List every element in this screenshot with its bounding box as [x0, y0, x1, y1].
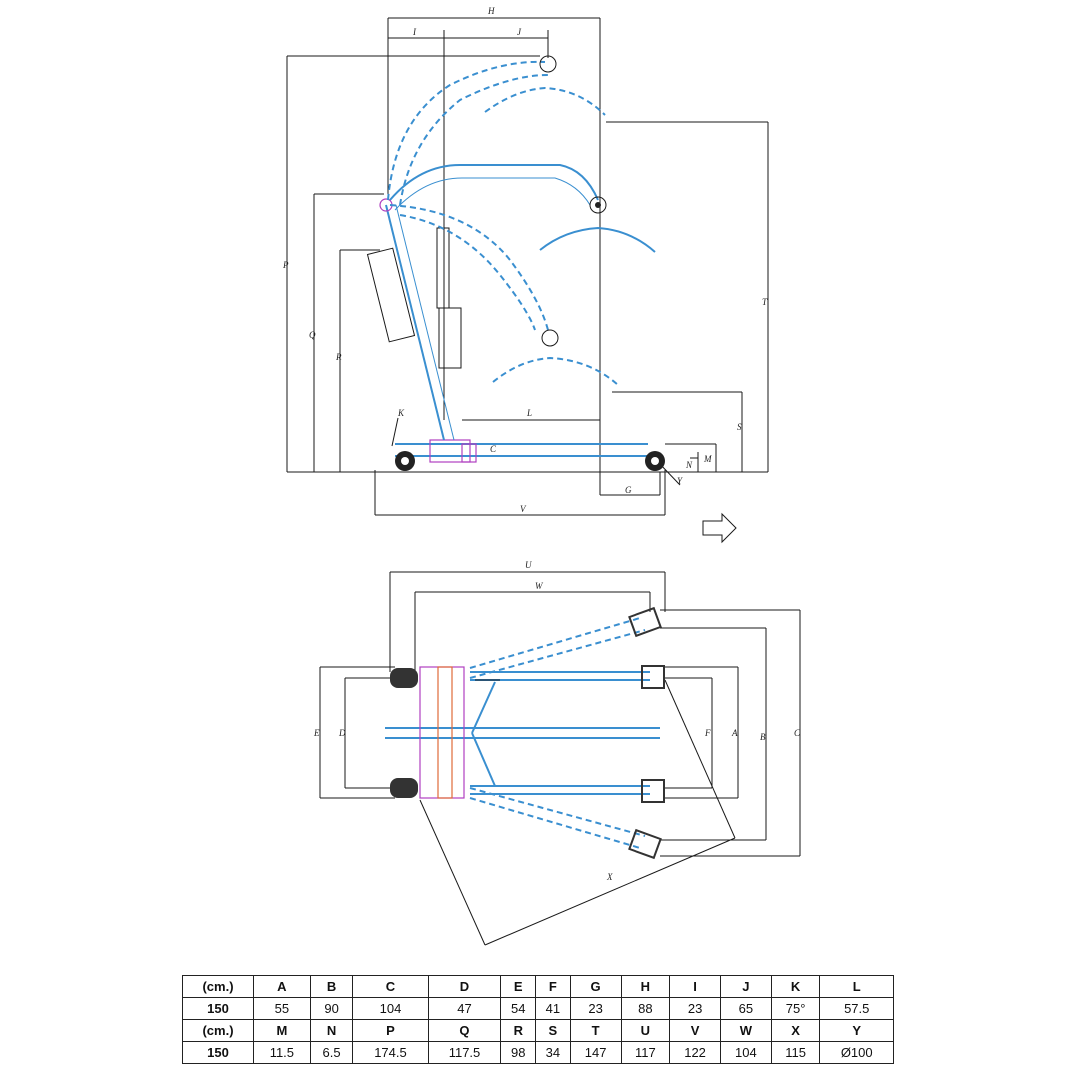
table-row: (cm.) A B C D E F G H I J K L — [182, 975, 894, 998]
table-cell: 104 — [352, 997, 429, 1020]
table-cell: B — [309, 975, 354, 998]
technical-drawing: H I J P Q R T S K L C G V N M Y — [282, 6, 801, 946]
label-B: B — [760, 732, 766, 742]
label-Y: Y — [677, 476, 683, 486]
label-R: R — [335, 352, 342, 362]
table-cell: 47 — [427, 997, 502, 1020]
table-cell: H — [620, 975, 671, 998]
table-cell: 150 — [182, 997, 254, 1020]
table-cell: D — [427, 975, 502, 998]
table-cell: G — [569, 975, 622, 998]
table-cell: 147 — [569, 1041, 622, 1064]
table-cell: R — [500, 1019, 537, 1042]
table-cell: W — [719, 1019, 772, 1042]
table-cell: C — [352, 975, 429, 998]
label-K: K — [397, 408, 405, 418]
table-cell: I — [669, 975, 721, 998]
table-cell: (cm.) — [182, 975, 254, 998]
label-W: W — [535, 581, 544, 591]
table-cell: V — [669, 1019, 721, 1042]
table-cell: (cm.) — [182, 1019, 254, 1042]
label-X: X — [606, 872, 613, 882]
label-M: M — [703, 454, 712, 464]
top-view: U W E D F A B C X — [313, 560, 801, 946]
table-cell: 122 — [669, 1041, 721, 1064]
label-L: L — [526, 408, 532, 418]
table-cell: 34 — [535, 1041, 571, 1064]
table-cell: 117 — [620, 1041, 671, 1064]
table-cell: 23 — [669, 997, 721, 1020]
table-cell: 98 — [500, 1041, 537, 1064]
table-cell: M — [253, 1019, 311, 1042]
label-C-side: C — [490, 444, 497, 454]
side-view: H I J P Q R T S K L C G V N M Y — [282, 6, 769, 544]
table-cell: A — [253, 975, 311, 998]
table-cell: 23 — [569, 997, 622, 1020]
table-cell: Y — [819, 1019, 894, 1042]
label-E: E — [313, 728, 320, 738]
table-cell: 104 — [719, 1041, 772, 1064]
table-cell: 6.5 — [309, 1041, 354, 1064]
label-P: P — [282, 260, 289, 270]
table-cell: 57.5 — [819, 997, 894, 1020]
table-cell: 88 — [620, 997, 671, 1020]
label-T: T — [762, 297, 768, 307]
table-cell: 41 — [535, 997, 571, 1020]
table-cell: 54 — [500, 997, 537, 1020]
table-cell: N — [309, 1019, 354, 1042]
table-cell: S — [535, 1019, 571, 1042]
label-H: H — [487, 6, 495, 16]
label-A: A — [731, 728, 738, 738]
table-cell: X — [770, 1019, 821, 1042]
label-F: F — [704, 728, 711, 738]
label-N: N — [685, 460, 693, 470]
dimension-table: (cm.) A B C D E F G H I J K L 150 55 90 … — [182, 975, 894, 1064]
table-cell: 11.5 — [253, 1041, 311, 1064]
label-S: S — [737, 422, 742, 432]
table-cell: 117.5 — [427, 1041, 502, 1064]
label-D: D — [338, 728, 346, 738]
table-row: 150 11.5 6.5 174.5 117.5 98 34 147 117 1… — [182, 1041, 894, 1064]
label-I: I — [412, 27, 417, 37]
table-cell: J — [719, 975, 772, 998]
table-row: 150 55 90 104 47 54 41 23 88 23 65 75° 5… — [182, 997, 894, 1020]
table-cell: P — [352, 1019, 429, 1042]
label-Q: Q — [309, 330, 316, 340]
table-cell: 55 — [253, 997, 311, 1020]
table-cell: E — [500, 975, 537, 998]
table-cell: 65 — [719, 997, 772, 1020]
table-cell: 90 — [309, 997, 354, 1020]
label-C-top: C — [794, 728, 801, 738]
table-cell: K — [770, 975, 821, 998]
table-cell: T — [569, 1019, 622, 1042]
table-cell: 115 — [770, 1041, 821, 1064]
table-cell: 150 — [182, 1041, 254, 1064]
label-G: G — [625, 485, 632, 495]
table-cell: F — [535, 975, 571, 998]
label-J: J — [517, 27, 522, 37]
label-U: U — [525, 560, 532, 570]
table-cell: L — [819, 975, 894, 998]
table-cell: 75° — [770, 997, 821, 1020]
table-cell: U — [620, 1019, 671, 1042]
label-V: V — [520, 504, 527, 514]
table-cell: Ø100 — [819, 1041, 894, 1064]
table-cell: Q — [427, 1019, 502, 1042]
table-row: (cm.) M N P Q R S T U V W X Y — [182, 1019, 894, 1042]
table-cell: 174.5 — [352, 1041, 429, 1064]
